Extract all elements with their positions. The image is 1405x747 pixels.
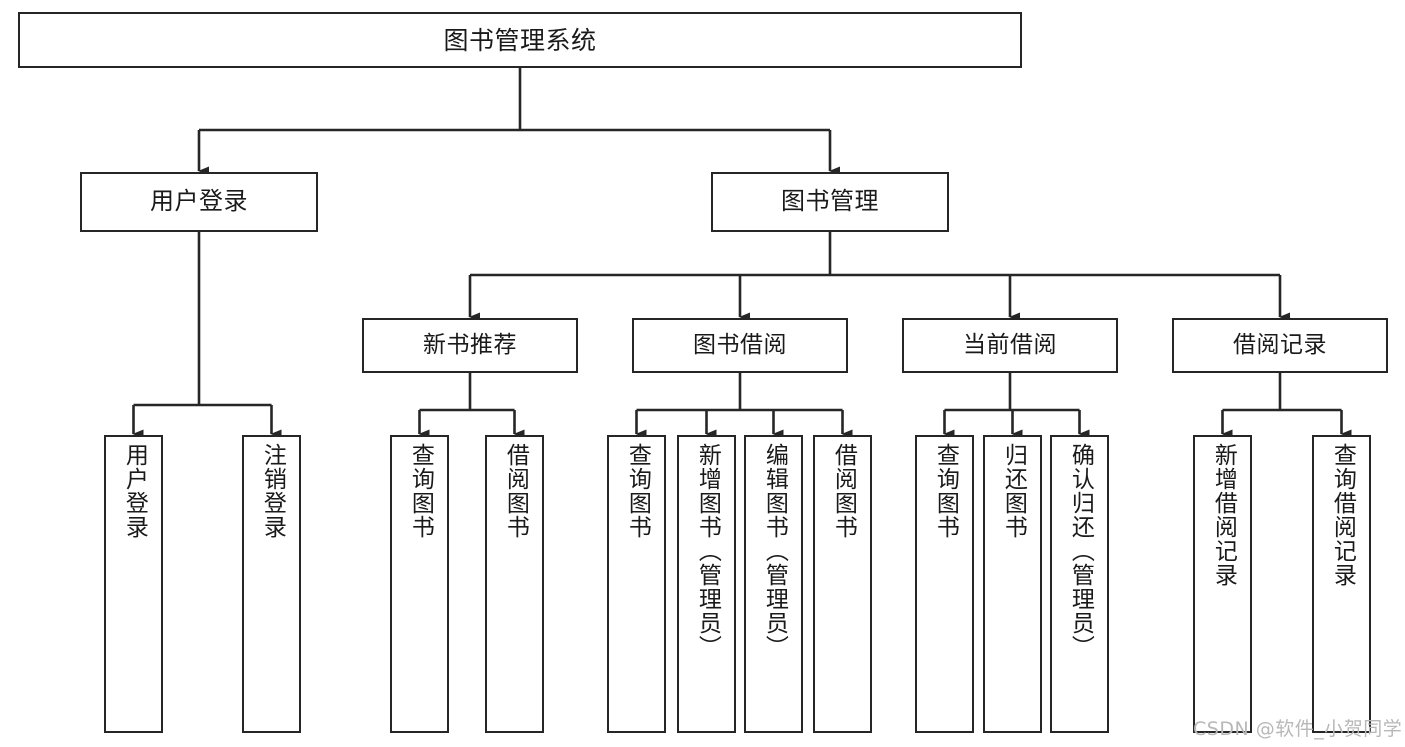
node-leaf-query-record-label: 查询借阅记录 [1329,443,1356,587]
node-leaf-return-book-label: 归还图书 [1000,443,1027,539]
csdn-watermark: CSDN @软件_小贺同学 [1193,718,1403,740]
node-user-login-label: 用户登录 [150,187,248,216]
node-book-borrow[interactable]: 图书借阅 [632,318,848,373]
node-leaf-edit-book-label: 编辑图书（管理员） [761,443,788,659]
node-leaf-query-record[interactable]: 查询借阅记录 [1312,435,1371,733]
node-leaf-add-book-label: 新增图书（管理员） [694,443,721,659]
node-leaf-query-book-2-label: 查询图书 [624,443,651,539]
node-leaf-query-book-3[interactable]: 查询图书 [915,435,974,733]
node-leaf-user-login-label: 用户登录 [121,443,148,539]
node-borrow-record-label: 借阅记录 [1233,332,1327,359]
node-leaf-edit-book[interactable]: 编辑图书（管理员） [744,435,803,733]
node-borrow-record[interactable]: 借阅记录 [1172,318,1388,373]
node-leaf-user-login[interactable]: 用户登录 [104,435,163,733]
node-leaf-confirm-return-label: 确认归还（管理员） [1067,443,1094,659]
node-book-management-label: 图书管理 [781,187,879,216]
node-current-borrow[interactable]: 当前借阅 [902,318,1118,373]
node-leaf-borrow-book-1[interactable]: 借阅图书 [485,435,544,733]
node-book-management[interactable]: 图书管理 [711,172,949,232]
connectors-group [132,68,1352,439]
node-leaf-add-record[interactable]: 新增借阅记录 [1193,435,1252,733]
node-leaf-borrow-book-2-label: 借阅图书 [830,443,857,539]
node-root-label: 图书管理系统 [443,25,597,55]
node-book-borrow-label: 图书借阅 [693,332,787,359]
node-leaf-query-book-3-label: 查询图书 [932,443,959,539]
node-new-book-recommend-label: 新书推荐 [423,332,517,359]
node-new-book-recommend[interactable]: 新书推荐 [362,318,578,373]
node-leaf-query-book-1[interactable]: 查询图书 [390,435,449,733]
node-leaf-borrow-book-1-label: 借阅图书 [502,443,529,539]
node-leaf-borrow-book-2[interactable]: 借阅图书 [813,435,872,733]
node-leaf-query-book-1-label: 查询图书 [407,443,434,539]
node-leaf-return-book[interactable]: 归还图书 [983,435,1042,733]
node-root[interactable]: 图书管理系统 [18,12,1022,68]
node-user-login[interactable]: 用户登录 [80,172,318,232]
node-leaf-add-book[interactable]: 新增图书（管理员） [677,435,736,733]
node-current-borrow-label: 当前借阅 [963,332,1057,359]
node-leaf-user-logout[interactable]: 注销登录 [242,435,301,733]
node-leaf-user-logout-label: 注销登录 [259,443,286,539]
node-leaf-query-book-2[interactable]: 查询图书 [607,435,666,733]
node-leaf-confirm-return[interactable]: 确认归还（管理员） [1050,435,1109,733]
node-leaf-add-record-label: 新增借阅记录 [1210,443,1237,587]
